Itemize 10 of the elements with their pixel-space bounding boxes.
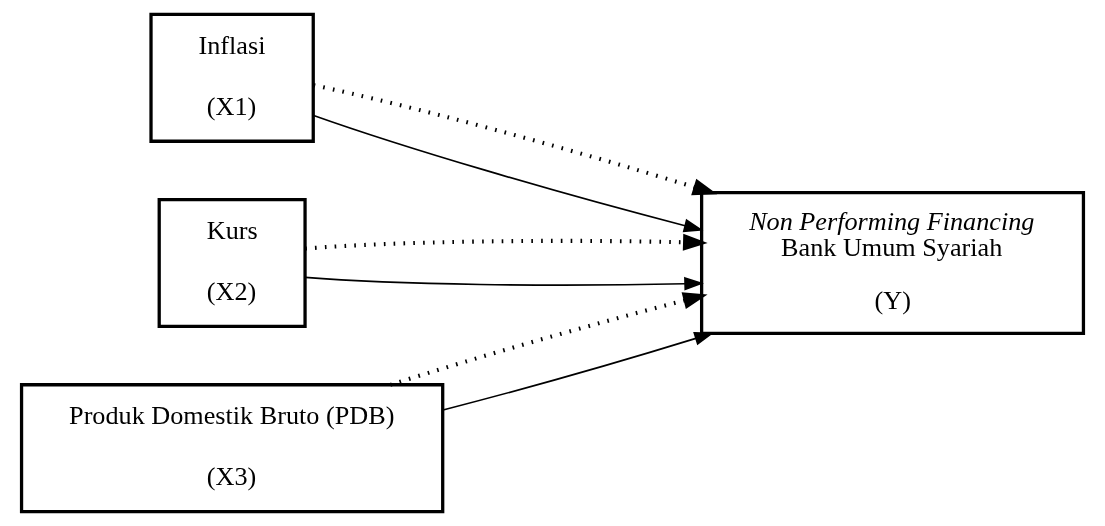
arrow: [389, 292, 708, 387]
node-box: Kurs (X2): [157, 197, 307, 329]
arrow: [313, 83, 718, 196]
arrow: [312, 114, 704, 233]
node-box: Produk Domestik Bruto (PDB) (X3): [19, 383, 445, 514]
arrow: [305, 233, 708, 251]
node-box: Inflasi (X1): [149, 12, 315, 143]
arrow: [442, 332, 714, 411]
node-box: Non Performing Financing Bank Umum Syariah (Y): [700, 190, 1086, 336]
arrow: [304, 276, 704, 291]
